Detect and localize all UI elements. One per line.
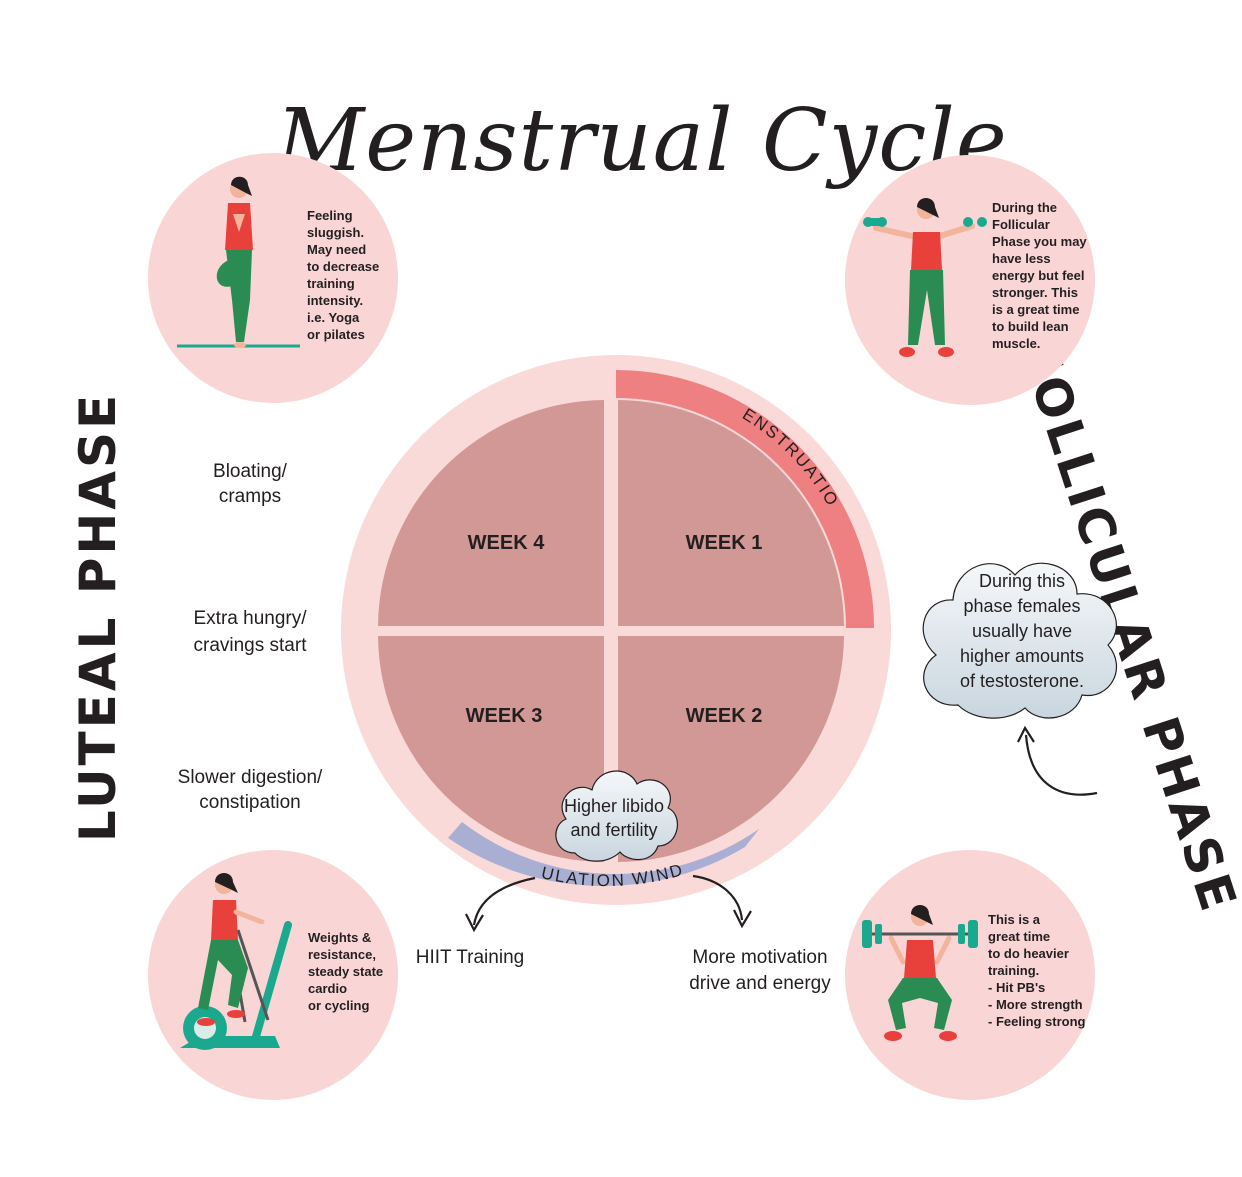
dumbbell-figure-illustration	[863, 198, 987, 357]
ovulation-band	[448, 822, 759, 887]
dumbbell-text-line-1: During the	[992, 200, 1057, 215]
quadrant-week-2	[618, 636, 844, 862]
symptom-bloating-line-2: cramps	[219, 486, 281, 507]
exercise-circle-elliptical: Weights & resistance, steady state cardi…	[148, 850, 398, 1100]
arrow-head-testosterone	[1017, 725, 1035, 743]
quadrant-week-1	[618, 400, 844, 626]
symptom-digestion-line-2: constipation	[199, 792, 300, 813]
quadrant-week-4	[378, 400, 604, 626]
elliptical-figure-illustration	[180, 873, 292, 1050]
barbell-text-line-5: - Hit PB's	[988, 980, 1045, 995]
exercise-circle-barbell: This is a great time to do heavier train…	[845, 850, 1095, 1100]
libido-line-1: Higher libido	[564, 796, 664, 816]
barbell-text-line-6: - More strength	[988, 997, 1083, 1012]
motivation-line-2: drive and energy	[689, 973, 831, 994]
arrows	[465, 725, 1098, 933]
arrow-head-hiit	[465, 913, 484, 933]
testosterone-cloud: During this phase females usually have h…	[922, 562, 1118, 719]
arrow-to-testosterone	[1024, 734, 1098, 796]
dumbbell-text-line-2: Follicular	[992, 217, 1050, 232]
barbell-text-line-1: This is a	[988, 912, 1041, 927]
elliptical-text-line-5: or cycling	[308, 998, 369, 1013]
elliptical-text-line-2: resistance,	[308, 947, 376, 962]
menstruation-band	[616, 370, 874, 628]
barbell-text-line-7: - Feeling strong	[988, 1014, 1086, 1029]
dumbbell-text-line-7: is a great time	[992, 302, 1079, 317]
barbell-text-line-2: great time	[988, 929, 1050, 944]
yoga-text-line-2: sluggish.	[307, 225, 364, 240]
week-4-label: WEEK 4	[468, 532, 546, 554]
yoga-text-line-6: intensity.	[307, 293, 363, 308]
barbell-text-line-3: to do heavier	[988, 946, 1069, 961]
exercise-circle-dumbbells: During the Follicular Phase you may have…	[845, 155, 1095, 405]
dumbbell-text-line-6: stronger. This	[992, 285, 1078, 300]
dumbbell-text-line-5: energy but feel	[992, 268, 1084, 283]
hiit-training-text: HIIT Training	[416, 947, 524, 968]
arrow-to-motivation	[692, 874, 744, 921]
arrow-head-motivation	[733, 909, 752, 929]
quadrant-week-3	[378, 636, 604, 862]
luteal-phase-label: LUTEAL PHASE	[69, 392, 127, 842]
week-2-label: WEEK 2	[686, 705, 763, 727]
motivation-line-1: More motivation	[692, 947, 827, 968]
symptom-bloating-line-1: Bloating/	[213, 461, 288, 482]
week-3-label: WEEK 3	[466, 705, 543, 727]
testosterone-line-3: usually have	[972, 621, 1072, 641]
yoga-text-line-8: or pilates	[307, 327, 365, 342]
week-1-label: WEEK 1	[686, 532, 763, 554]
symptom-digestion-line-1: Slower digestion/	[178, 767, 323, 788]
yoga-figure-illustration	[177, 176, 300, 348]
arrow-to-hiit	[472, 876, 536, 926]
elliptical-text-line-1: Weights &	[308, 930, 371, 945]
dumbbell-text-line-8: to build lean	[992, 319, 1069, 334]
testosterone-line-2: phase females	[963, 596, 1080, 616]
diagram-title: Menstrual Cycle	[274, 91, 1008, 191]
testosterone-line-1: During this	[979, 571, 1065, 591]
libido-line-2: and fertility	[570, 820, 657, 840]
dumbbell-text-line-3: Phase you may	[992, 234, 1087, 249]
yoga-text-line-7: i.e. Yoga	[307, 310, 360, 325]
elliptical-text-line-3: steady state	[308, 964, 383, 979]
elliptical-text-line-4: cardio	[308, 981, 347, 996]
exercise-circle-yoga: Feeling sluggish. May need to decrease t…	[148, 153, 398, 403]
yoga-text-line-3: May need	[307, 242, 366, 257]
dumbbell-text-line-9: muscle.	[992, 336, 1040, 351]
testosterone-line-5: of testosterone.	[960, 671, 1084, 691]
libido-cloud: Higher libido and fertility	[555, 770, 678, 862]
barbell-text-line-4: training.	[988, 963, 1039, 978]
symptom-hungry-line-2: cravings start	[194, 635, 308, 656]
yoga-text-line-5: training	[307, 276, 355, 291]
yoga-text-line-1: Feeling	[307, 208, 353, 223]
symptom-hungry-line-1: Extra hungry/	[194, 608, 308, 629]
yoga-text-line-4: to decrease	[307, 259, 379, 274]
barbell-figure-illustration	[862, 905, 978, 1041]
testosterone-line-4: higher amounts	[960, 646, 1084, 666]
dumbbell-text-line-4: have less	[992, 251, 1051, 266]
